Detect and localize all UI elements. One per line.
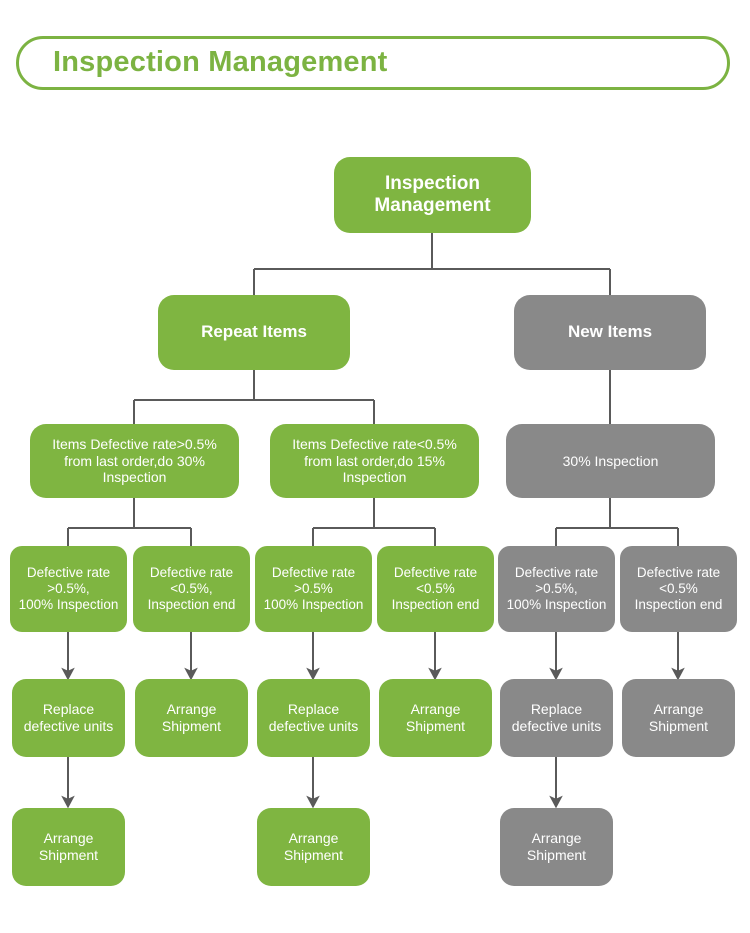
node-arrange-shipment-final-2[interactable]: Arrange Shipment [257, 808, 370, 886]
node-repeat15-defect-high[interactable]: Defective rate >0.5% 100% Inspection [255, 546, 372, 632]
node-arrange-shipment-2[interactable]: Arrange Shipment [379, 679, 492, 757]
page-title: Inspection Management [53, 45, 388, 78]
node-new-items[interactable]: New Items [514, 295, 706, 370]
page-header-banner: Inspection Management [16, 36, 730, 90]
node-new-30-inspection[interactable]: 30% Inspection [506, 424, 715, 498]
node-arrange-shipment-final-3[interactable]: Arrange Shipment [500, 808, 613, 886]
node-repeat30-defect-low[interactable]: Defective rate <0.5%, Inspection end [133, 546, 250, 632]
node-replace-defective-units-3[interactable]: Replace defective units [500, 679, 613, 757]
node-new30-defect-high[interactable]: Defective rate >0.5%, 100% Inspection [498, 546, 615, 632]
node-replace-defective-units-1[interactable]: Replace defective units [12, 679, 125, 757]
node-arrange-shipment-1[interactable]: Arrange Shipment [135, 679, 248, 757]
node-repeat15-defect-low[interactable]: Defective rate <0.5% Inspection end [377, 546, 494, 632]
node-repeat-30-inspection[interactable]: Items Defective rate>0.5% from last orde… [30, 424, 239, 498]
node-replace-defective-units-2[interactable]: Replace defective units [257, 679, 370, 757]
node-new30-defect-low[interactable]: Defective rate <0.5% Inspection end [620, 546, 737, 632]
node-arrange-shipment-final-1[interactable]: Arrange Shipment [12, 808, 125, 886]
node-repeat30-defect-high[interactable]: Defective rate >0.5%, 100% Inspection [10, 546, 127, 632]
node-repeat-15-inspection[interactable]: Items Defective rate<0.5% from last orde… [270, 424, 479, 498]
node-repeat-items[interactable]: Repeat Items [158, 295, 350, 370]
node-inspection-management[interactable]: Inspection Management [334, 157, 531, 233]
node-arrange-shipment-3[interactable]: Arrange Shipment [622, 679, 735, 757]
